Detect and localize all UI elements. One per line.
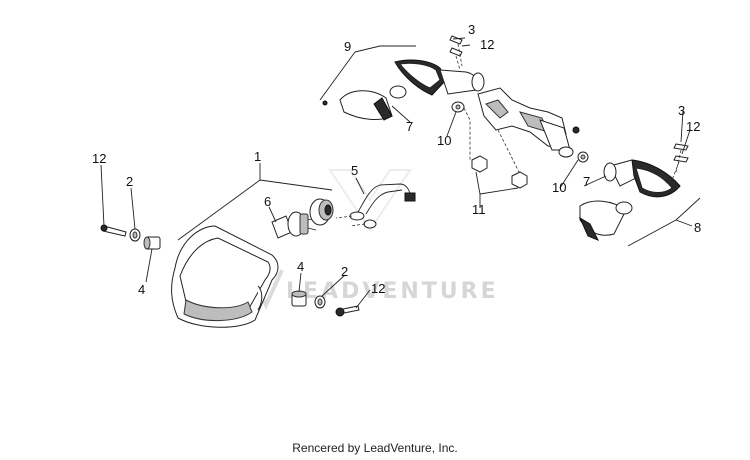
callout-numbers: 1 2 2 3 3 4 4 5 6 7 7 8 9 10 10 11 12 12…	[92, 22, 701, 297]
callout-5: 5	[351, 163, 358, 178]
bulb-cover-cap	[309, 198, 334, 226]
callout-2-right: 2	[341, 264, 348, 279]
callout-8: 8	[694, 220, 701, 235]
nuts-and-washers	[451, 101, 589, 189]
callout-12-right: 12	[686, 119, 700, 134]
callout-7-left: 7	[406, 119, 413, 134]
callout-3-right: 3	[678, 103, 685, 118]
callout-3-left: 3	[468, 22, 475, 37]
right-turn-signal	[603, 143, 689, 198]
callout-2-left: 2	[126, 174, 133, 189]
headlight-assembly	[171, 225, 279, 328]
wiring-harness	[335, 183, 416, 229]
left-mount-hardware	[100, 224, 161, 250]
left-turn-signal	[394, 35, 485, 96]
callout-12-bottom: 12	[371, 281, 385, 296]
left-signal-lens	[322, 85, 407, 121]
callout-1: 1	[254, 149, 261, 164]
callout-4-left: 4	[138, 282, 145, 297]
callout-12-left: 12	[92, 151, 106, 166]
callout-7-right: 7	[583, 174, 590, 189]
headlight-bulb	[271, 211, 317, 239]
signal-mounting-bracket	[477, 87, 580, 158]
callout-leaders	[100, 37, 701, 309]
callout-6: 6	[264, 194, 271, 209]
footer-credit: Rencered by LeadVenture, Inc.	[292, 441, 457, 455]
callout-12-top: 12	[480, 37, 494, 52]
callout-4-right: 4	[297, 259, 304, 274]
callout-11: 11	[472, 202, 486, 217]
callout-10-right: 10	[552, 180, 566, 195]
callout-9: 9	[344, 39, 351, 54]
right-signal-lens	[578, 200, 633, 241]
callout-10-left: 10	[437, 133, 451, 148]
right-mount-hardware	[291, 290, 360, 317]
